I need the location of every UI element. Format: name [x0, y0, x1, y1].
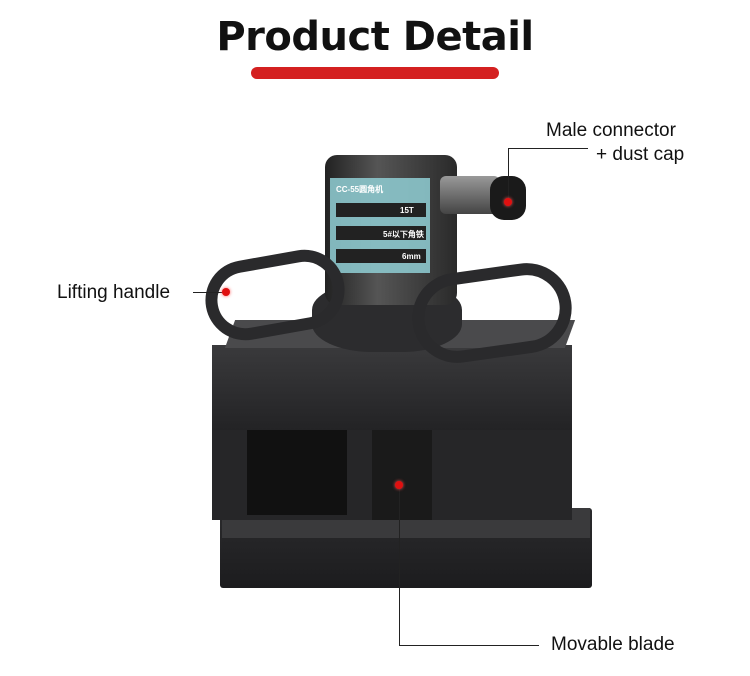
page-title: Product Detail: [216, 14, 534, 60]
callout-movable-blade: Movable blade: [551, 634, 675, 655]
callout-lifting-handle: Lifting handle: [57, 282, 171, 303]
movable-blade: [372, 430, 432, 520]
nameplate-model: CC-55圆角机: [336, 185, 384, 194]
upper-block: [212, 345, 572, 430]
callout-connector-line2: + dust cap: [596, 144, 685, 165]
title-underline: [251, 67, 499, 79]
nameplate-capacity: 5#以下角铁: [383, 230, 424, 239]
callout-connector-line1: Male connector: [546, 120, 676, 141]
connector-marker: [504, 198, 512, 206]
nameplate-tonnage: 15T: [400, 206, 414, 215]
nameplate-thickness: 6mm: [402, 252, 421, 261]
blade-marker: [395, 481, 403, 489]
handle-marker: [222, 288, 230, 296]
